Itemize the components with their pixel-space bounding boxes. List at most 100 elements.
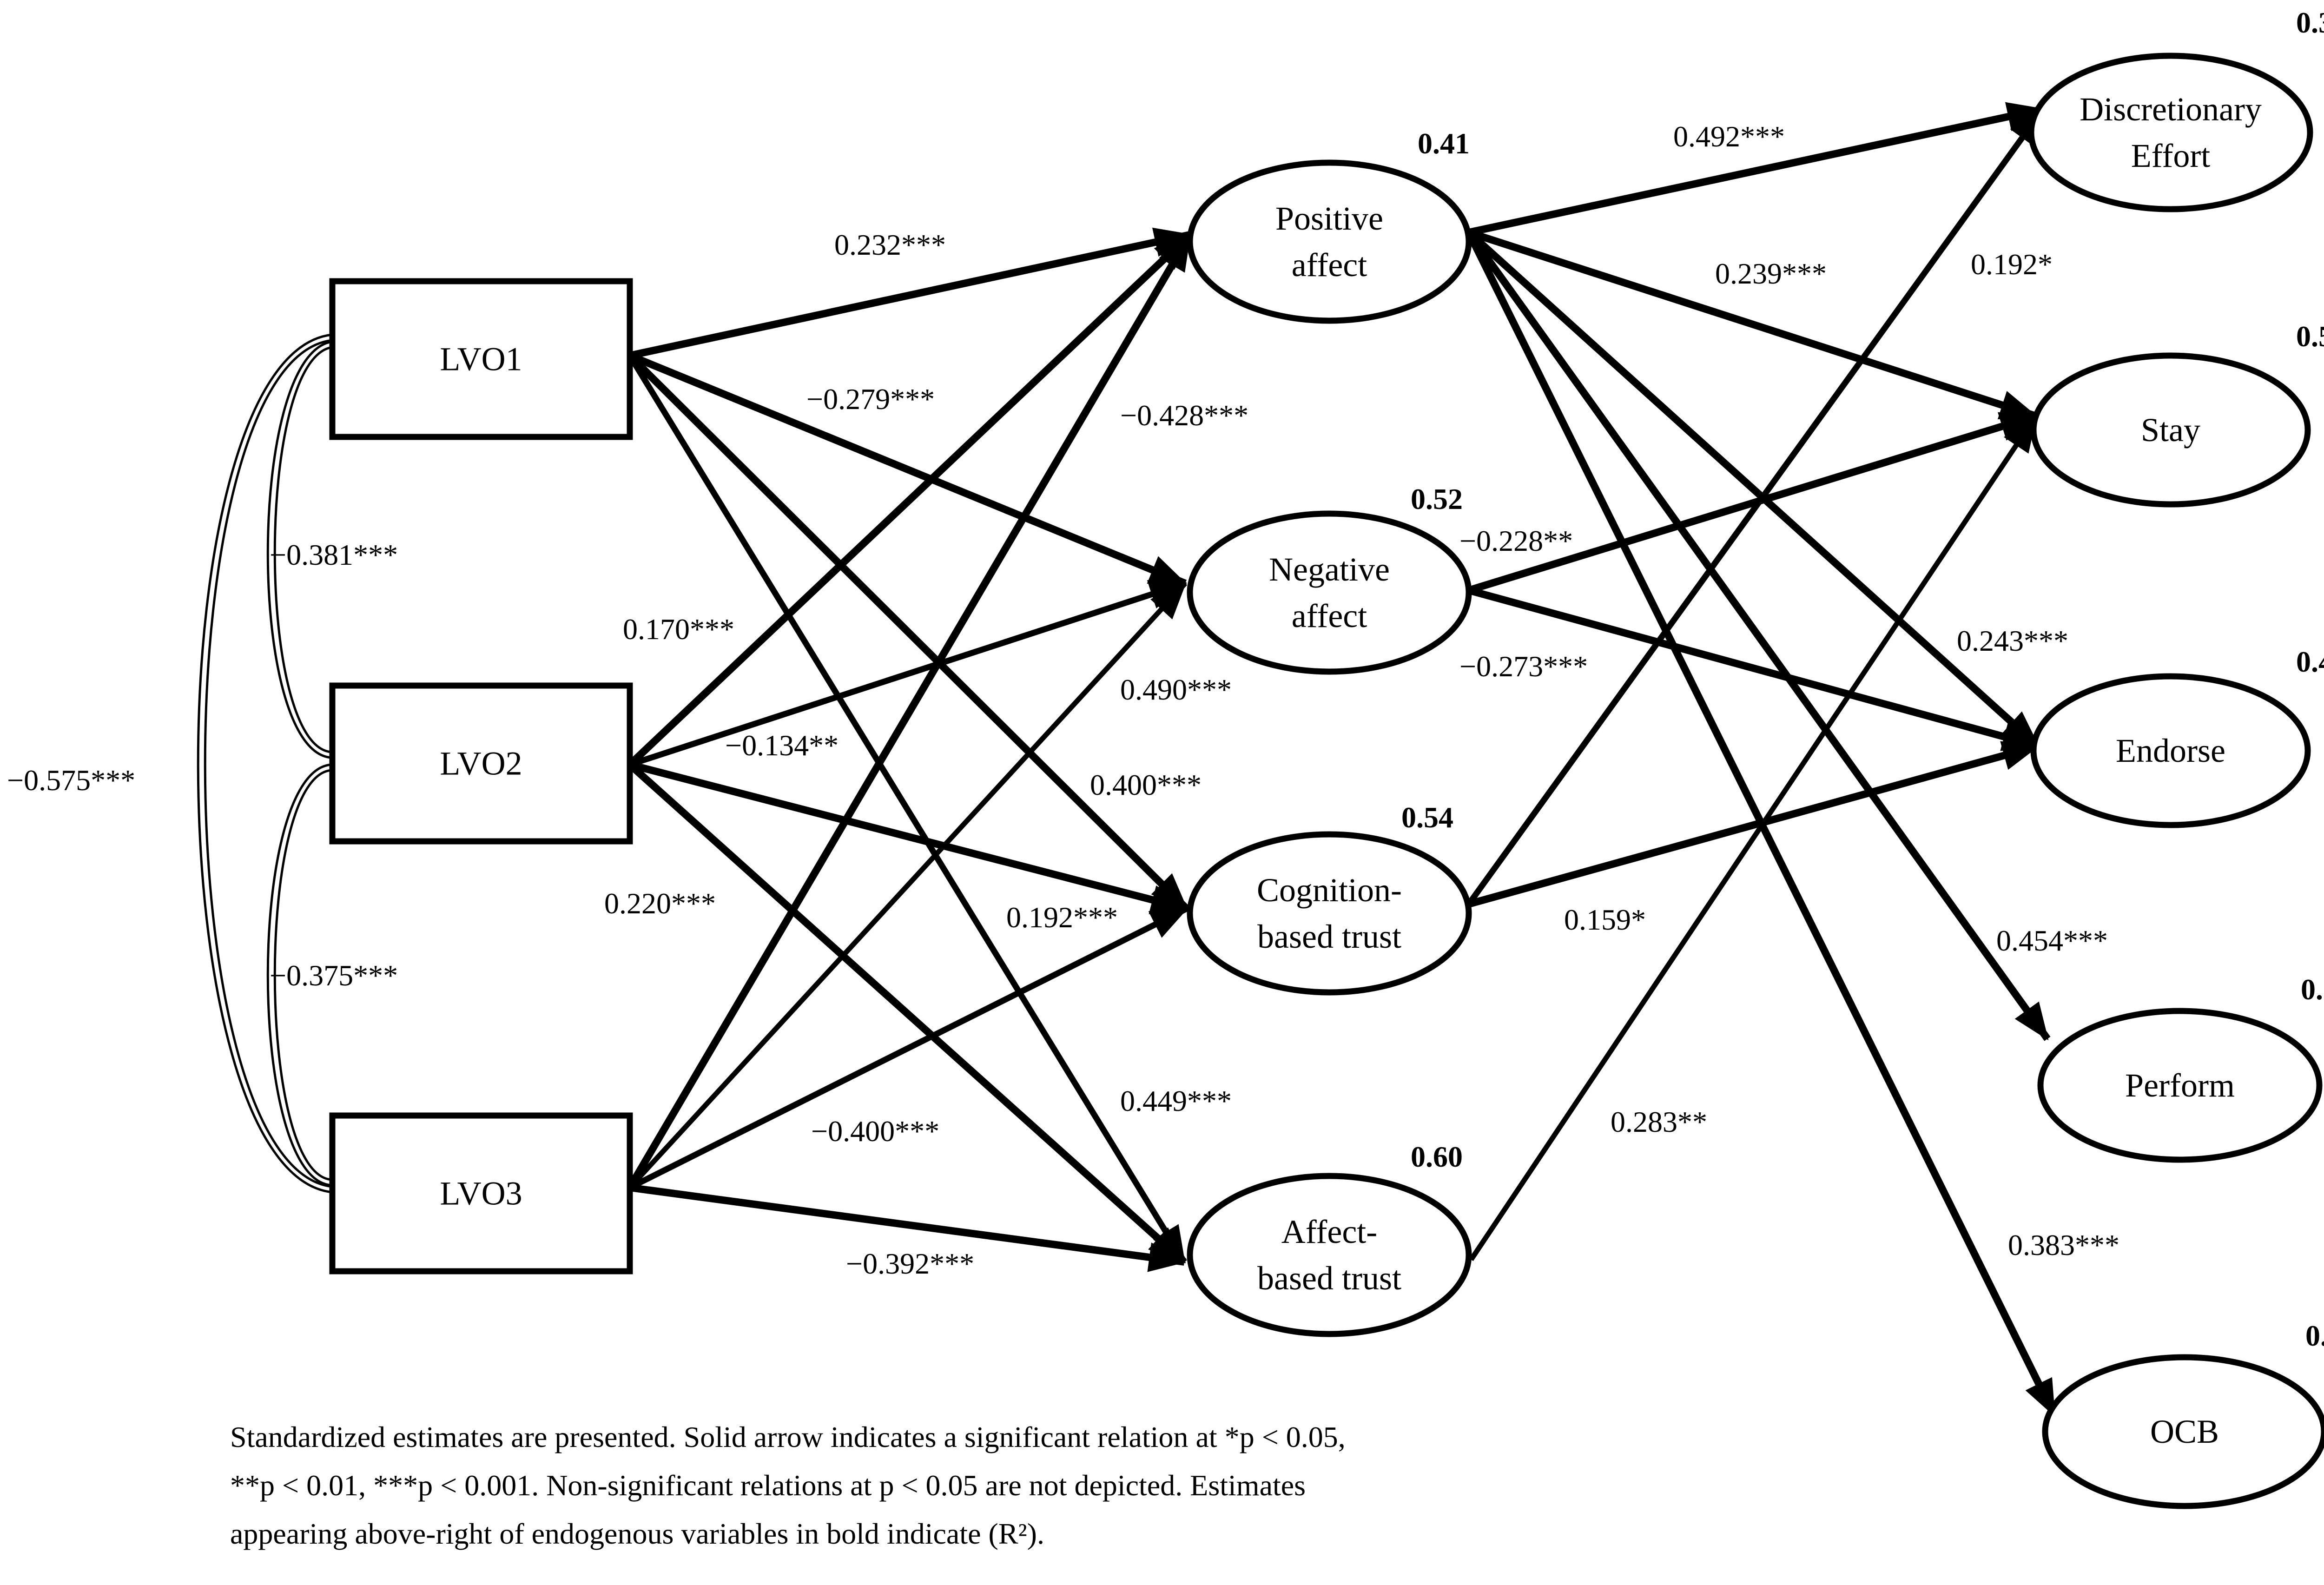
node-label-end: Endorse	[2116, 732, 2225, 769]
edge-lvo2-na	[628, 580, 1187, 768]
edge-label-abt-stay: 0.283**	[1611, 1105, 1707, 1138]
node-shape-lvo3	[329, 1112, 633, 1275]
node-label-cbt: based trust	[1257, 918, 1401, 955]
edge-label-lvo3-na: 0.490***	[1120, 673, 1232, 706]
edge-lvo2-pa	[627, 232, 1193, 767]
edge-label-lvo2-abt: 0.220***	[604, 887, 716, 920]
r2-value-stay: 0.50	[2296, 320, 2324, 353]
edge-lvo2-cbt	[628, 761, 1188, 914]
edge-label-lvo2-pa: 0.170***	[623, 613, 734, 646]
node-end: Endorse	[2030, 673, 2311, 828]
edge-label-lvo1-na: −0.279***	[806, 383, 935, 416]
edge-label-pa-ocb: 0.383***	[2008, 1228, 2119, 1261]
node-shape-na	[1187, 510, 1472, 675]
edge-label-na-end: −0.273***	[1459, 650, 1588, 683]
edge-label-lvo2-cbt: 0.192***	[1006, 901, 1118, 934]
edge-lvo3-abt	[629, 1184, 1186, 1272]
edge-label-pa-stay: 0.239***	[1715, 257, 1827, 290]
node-na: Negative affect	[1187, 510, 1472, 675]
edge-label-lvo1-cbt: 0.400***	[1090, 768, 1202, 801]
node-shape-abt	[1187, 1173, 1472, 1337]
figure-caption: Standardized estimates are presented. So…	[230, 1413, 1717, 1558]
edge-pa-perf	[1466, 230, 2051, 1041]
edge-lvo1-pa	[629, 227, 1192, 359]
node-label-lvo3: LVO3	[440, 1175, 522, 1212]
r2-value-pa: 0.41	[1418, 127, 1470, 160]
edge-label-cbt-de: 0.192*	[1971, 248, 2053, 281]
caption-line-3: appearing above-right of endogenous vari…	[230, 1517, 1044, 1550]
node-shape-ocb	[2042, 1354, 2324, 1509]
edge-cbt-de	[1466, 107, 2046, 906]
node-label-stay: Stay	[2141, 411, 2200, 449]
r2-value-end: 0.41	[2296, 645, 2324, 678]
r2-value-cbt: 0.54	[1401, 801, 1453, 834]
edge-label-lvo3-pa: −0.428***	[1120, 399, 1248, 432]
node-shape-pa	[1187, 159, 1472, 324]
edge-label-lvo3-abt: −0.392***	[846, 1247, 974, 1280]
node-cbt: Cognition-based trust	[1187, 831, 1472, 996]
edge-layer	[627, 102, 2058, 1417]
node-shape-perf	[2037, 1008, 2323, 1163]
node-lvo3: LVO3	[329, 1112, 633, 1275]
r2-value-perf: 0.21	[2301, 973, 2324, 1006]
edge-pa-de	[1468, 102, 2045, 236]
r2-value-na: 0.52	[1411, 482, 1463, 515]
edge-na-end	[1467, 587, 2040, 751]
covariance-arc-lvo2-lvo3-1	[266, 763, 333, 1187]
r2-value-abt: 0.60	[1411, 1140, 1463, 1173]
node-label-abt: based trust	[1257, 1260, 1401, 1297]
node-lvo1: LVO1	[329, 278, 633, 440]
node-ocb: OCB	[2042, 1354, 2324, 1509]
node-label-abt: Affect-	[1281, 1213, 1378, 1250]
caption-line-2: **p < 0.01, ***p < 0.001. Non-significan…	[230, 1469, 1306, 1502]
edge-pa-stay	[1467, 229, 2038, 420]
node-label-lvo2: LVO2	[440, 745, 522, 782]
node-label-de: Effort	[2131, 137, 2211, 174]
node-lvo2: LVO2	[329, 682, 633, 845]
node-shape-stay	[2030, 352, 2311, 508]
edge-label-pa-perf: 0.454***	[1996, 924, 2108, 957]
edge-abt-stay	[1469, 414, 2038, 1261]
edge-na-stay	[1467, 412, 2038, 594]
node-label-na: Negative	[1269, 551, 1390, 588]
caption-line-1: Standardized estimates are presented. So…	[230, 1420, 1346, 1453]
covariance-label-lvo1-lvo3: −0.575***	[7, 764, 135, 797]
covariance-label-lvo1-lvo2: −0.381***	[270, 538, 398, 571]
r2-value-ocb: 0.15	[2305, 1319, 2324, 1352]
node-shape-de	[2028, 53, 2313, 212]
edge-lvo1-abt	[627, 354, 1187, 1264]
covariance-arc-lvo2-lvo3-2	[273, 769, 333, 1181]
edge-label-lvo1-abt: 0.449***	[1120, 1084, 1232, 1117]
node-shape-lvo2	[329, 682, 633, 845]
label-layer: 0.232*** −0.279*** 0.400*** 0.449*** 0.170**…	[7, 6, 2324, 1352]
edge-lvo1-cbt	[627, 353, 1189, 911]
node-label-ocb: OCB	[2150, 1413, 2219, 1450]
covariance-arc-lvo1-lvo3-2	[204, 339, 333, 1188]
r2-value-de: 0.34	[2296, 6, 2324, 39]
node-label-na: affect	[1292, 597, 1367, 634]
edge-label-pa-end: 0.243***	[1957, 624, 2068, 657]
node-stay: Stay	[2030, 352, 2311, 508]
edge-lvo3-cbt	[628, 906, 1188, 1190]
edge-label-lvo1-pa: 0.232***	[834, 228, 946, 261]
edge-label-na-stay: −0.228**	[1459, 524, 1573, 557]
node-label-pa: affect	[1292, 246, 1367, 284]
edge-lvo3-pa	[627, 232, 1193, 1190]
edge-label-lvo3-cbt: −0.400***	[811, 1115, 939, 1148]
node-perf: Perform	[2037, 1008, 2323, 1163]
edge-lvo1-na	[628, 352, 1187, 587]
node-label-lvo1: LVO1	[440, 341, 522, 378]
node-label-cbt: Cognition-	[1257, 872, 1402, 909]
edge-label-cbt-end: 0.159*	[1564, 903, 1646, 936]
edge-pa-end	[1466, 230, 2041, 749]
covariance-arc-lvo1-lvo2-2	[273, 346, 333, 753]
node-abt: Affect-based trust	[1187, 1173, 1472, 1337]
node-label-de: Discretionary	[2080, 91, 2262, 128]
edge-lvo2-abt	[627, 762, 1187, 1265]
node-label-perf: Perform	[2125, 1067, 2235, 1104]
covariance-label-lvo2-lvo3: −0.375***	[270, 959, 398, 992]
